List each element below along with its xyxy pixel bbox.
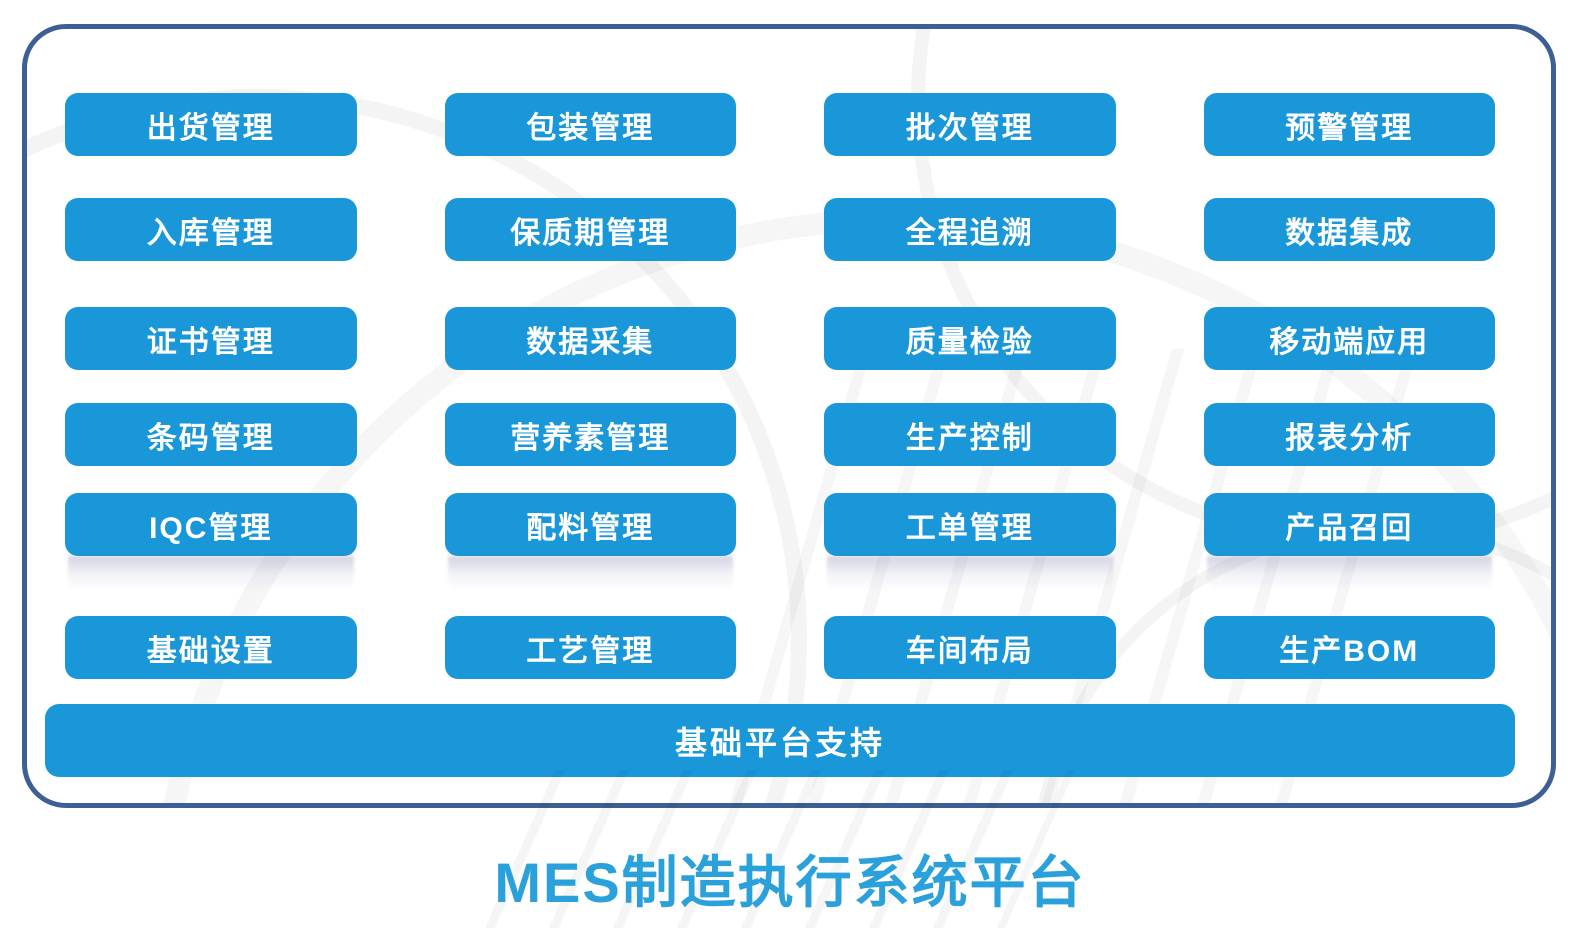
mes-platform-panel: 出货管理 包装管理 批次管理 预警管理入库管理 保质期管理 全程追溯 数据集成证书管理 数据采… [22, 24, 1556, 808]
module-grid: 出货管理 包装管理 批次管理 预警管理入库管理 保质期管理 全程追溯 数据集成证书管理 数据采… [45, 29, 1515, 777]
module-button[interactable]: 数据采集 [444, 307, 736, 370]
module-button[interactable]: 保质期管理 [444, 198, 736, 261]
module-button[interactable]: 工单管理 [824, 493, 1116, 556]
module-button[interactable]: 包装管理 [444, 93, 736, 156]
module-button[interactable]: 条码管理 [65, 403, 357, 466]
module-button[interactable]: 数据集成 [1203, 198, 1495, 261]
module-row: IQC管理 配料管理 工单管理 产品召回 [65, 493, 1495, 556]
diagram-title: MES制造执行系统平台 [494, 851, 1086, 914]
module-row: 基础设置 工艺管理 车间布局 生产BOM [65, 616, 1495, 679]
module-button[interactable]: 证书管理 [65, 307, 357, 370]
module-button[interactable]: 移动端应用 [1203, 307, 1495, 370]
module-row: 证书管理 数据采集 质量检验 移动端应用 [65, 307, 1495, 370]
module-button[interactable]: IQC管理 [65, 493, 357, 556]
module-button[interactable]: 预警管理 [1203, 93, 1495, 156]
module-button[interactable]: 入库管理 [65, 198, 357, 261]
module-button[interactable]: 基础设置 [65, 616, 357, 679]
module-button[interactable]: 出货管理 [65, 93, 357, 156]
module-row: 条码管理 营养素管理 生产控制 报表分析 [65, 403, 1495, 466]
module-row: 入库管理 保质期管理 全程追溯 数据集成 [65, 198, 1495, 261]
module-button[interactable]: 产品召回 [1203, 493, 1495, 556]
module-button[interactable]: 工艺管理 [444, 616, 736, 679]
module-button[interactable]: 报表分析 [1203, 403, 1495, 466]
module-button[interactable]: 配料管理 [444, 493, 736, 556]
module-button[interactable]: 质量检验 [824, 307, 1116, 370]
module-button[interactable]: 生产BOM [1203, 616, 1495, 679]
module-row: 出货管理 包装管理 批次管理 预警管理 [65, 93, 1495, 156]
module-button[interactable]: 批次管理 [824, 93, 1116, 156]
module-button[interactable]: 营养素管理 [444, 403, 736, 466]
base-platform-bar[interactable]: 基础平台支持 [45, 704, 1515, 777]
module-button[interactable]: 生产控制 [824, 403, 1116, 466]
module-button[interactable]: 全程追溯 [824, 198, 1116, 261]
module-button[interactable]: 车间布局 [824, 616, 1116, 679]
